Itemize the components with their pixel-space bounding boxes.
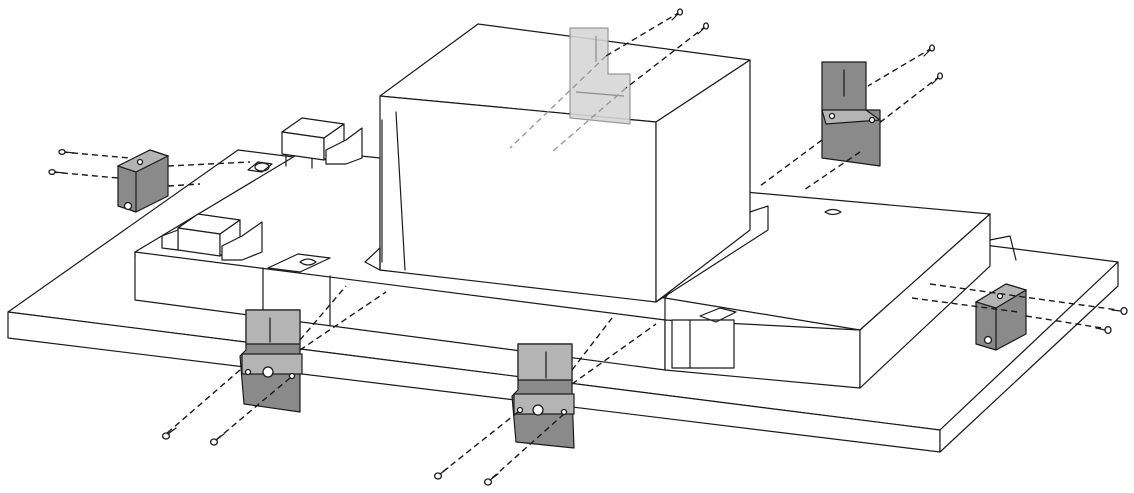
screw-3 <box>671 8 684 21</box>
mounting-bracket-ghost <box>569 27 631 125</box>
screw-11 <box>1111 306 1128 316</box>
terminal-block-upper <box>247 117 363 173</box>
mounting-bracket-front-left <box>239 309 303 413</box>
screw-1 <box>58 148 75 156</box>
screws <box>48 8 1128 486</box>
screw-7 <box>161 427 177 440</box>
center-tower <box>364 23 769 303</box>
screw-9 <box>433 467 449 480</box>
screw-12 <box>1095 325 1112 335</box>
screw-2 <box>48 168 65 176</box>
screw-4 <box>697 22 710 35</box>
terminal-block-lower <box>161 213 263 261</box>
screw-5 <box>923 44 936 57</box>
mounting-bracket-upper-right <box>821 61 882 167</box>
side-block-left <box>116 149 170 213</box>
screw-10 <box>483 473 499 486</box>
assembly-guide-lines <box>51 11 1119 481</box>
screw-8 <box>209 433 225 446</box>
mounting-bracket-front-center <box>511 343 575 449</box>
side-block-right <box>974 283 1028 351</box>
screw-6 <box>931 72 944 85</box>
